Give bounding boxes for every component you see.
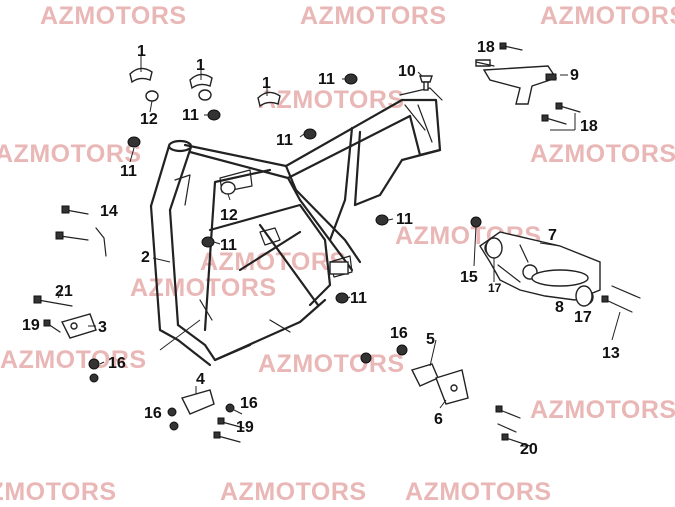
callout-label: 11 bbox=[220, 237, 237, 254]
watermark: AZMOTORS bbox=[0, 140, 142, 168]
callout-label: 4 bbox=[196, 371, 205, 388]
watermark: AZMOTORS bbox=[40, 2, 187, 30]
callout-label: 11 bbox=[182, 107, 199, 124]
watermark: AZMOTORS bbox=[0, 478, 117, 506]
callout-label: 12 bbox=[140, 111, 158, 128]
callout-label: 17 bbox=[488, 281, 502, 295]
callout-label: 21 bbox=[55, 283, 73, 300]
callout-label: 20 bbox=[520, 441, 538, 458]
small-parts bbox=[33, 42, 641, 447]
callout-label: 1 bbox=[137, 43, 146, 60]
callout-label: 12 bbox=[220, 207, 238, 224]
callout-label: 19 bbox=[22, 317, 40, 334]
main-frame bbox=[149, 87, 443, 367]
callout-label: 11 bbox=[276, 132, 293, 149]
callout-label: 6 bbox=[434, 411, 443, 428]
watermark: AZMOTORS bbox=[200, 248, 347, 276]
callout-label: 11 bbox=[396, 211, 413, 228]
callout-label: 16 bbox=[144, 405, 162, 422]
watermark: AZMOTORS bbox=[530, 396, 675, 424]
bracket-9 bbox=[475, 59, 558, 105]
callout-label: 16 bbox=[108, 355, 126, 372]
callout-label: 7 bbox=[548, 227, 557, 244]
watermark: AZMOTORS bbox=[405, 478, 552, 506]
callout-label: 1 bbox=[262, 75, 271, 92]
callout-label: 1 bbox=[196, 57, 205, 74]
callout-label: 16 bbox=[390, 325, 408, 342]
callout-label: 17 bbox=[574, 309, 592, 326]
callout-label: 18 bbox=[580, 118, 598, 135]
watermark: AZMOTORS bbox=[258, 350, 405, 378]
watermark: AZMOTORS bbox=[300, 2, 447, 30]
callout-label: 13 bbox=[602, 345, 620, 362]
watermark: AZMOTORS bbox=[530, 140, 675, 168]
watermark: AZMOTORS bbox=[540, 2, 675, 30]
callout-label: 8 bbox=[555, 299, 564, 316]
callout-label: 14 bbox=[100, 203, 118, 220]
callout-label: 15 bbox=[460, 269, 478, 286]
watermark: AZMOTORS bbox=[0, 346, 147, 374]
callout-label: 10 bbox=[398, 63, 416, 80]
callout-label: 11 bbox=[318, 71, 335, 88]
watermark: AZMOTORS bbox=[258, 86, 405, 114]
callout-label: 16 bbox=[240, 395, 258, 412]
callout-label: 9 bbox=[570, 67, 579, 84]
callouts: 1 1 1 12 12 11 11 11 11 11 11 11 10 9 18… bbox=[22, 39, 620, 458]
callout-label: 11 bbox=[120, 163, 137, 180]
callout-label: 19 bbox=[236, 419, 254, 436]
watermark: AZMOTORS bbox=[130, 274, 277, 302]
callout-label: 18 bbox=[477, 39, 495, 56]
watermark: AZMOTORS bbox=[220, 478, 367, 506]
callout-label: 5 bbox=[426, 331, 435, 348]
leader-lines bbox=[57, 45, 621, 447]
callout-label: 3 bbox=[98, 319, 107, 336]
callout-label: 11 bbox=[350, 290, 367, 307]
callout-label: 2 bbox=[141, 249, 150, 266]
